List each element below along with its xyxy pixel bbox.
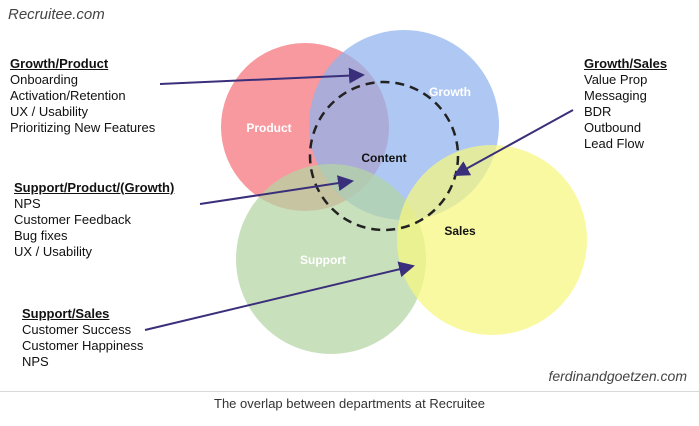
list-item: Messaging (584, 88, 647, 103)
block-title: Support/Product/(Growth) (14, 180, 175, 195)
arrow-growth-product (159, 67, 365, 85)
block-title: Growth/Sales (584, 56, 668, 71)
list-item: NPS (14, 196, 41, 211)
label-product: Product (246, 121, 291, 135)
venn-diagram: Product Growth Content Support Sales (144, 30, 587, 354)
label-content: Content (361, 151, 406, 165)
circle-support (236, 164, 426, 354)
list-item: Activation/Retention (10, 88, 126, 103)
credit-text: ferdinandgoetzen.com (548, 368, 687, 384)
block-support-sales: Support/Sales Customer Success Customer … (22, 306, 143, 370)
list-item: Value Prop (584, 72, 648, 87)
list-item: Onboarding (10, 72, 78, 87)
block-support-product-growth: Support/Product/(Growth) NPS Customer Fe… (14, 180, 174, 260)
circle-content (308, 80, 460, 232)
list-item: Customer Happiness (22, 338, 144, 353)
list-item: Customer Success (22, 322, 132, 337)
arrow-growth-sales (453, 109, 574, 176)
arrow-support-sales (144, 261, 415, 331)
list-item: UX / Usability (10, 104, 89, 119)
list-item: Bug fixes (14, 228, 68, 243)
list-item: NPS (22, 354, 49, 369)
block-title: Growth/Product (10, 56, 109, 71)
list-item: Outbound (584, 120, 642, 135)
label-support: Support (300, 253, 346, 267)
list-item: BDR (584, 104, 612, 119)
block-growth-product: Growth/Product Onboarding Activation/Ret… (10, 56, 155, 136)
arrow-support-product-growth (199, 175, 354, 205)
brand-logo-text: Recruitee.com (8, 6, 105, 23)
list-item: Lead Flow (584, 136, 644, 151)
figure-frame: Product Growth Content Support Sales Rec… (0, 6, 699, 392)
block-title: Support/Sales (22, 306, 110, 321)
list-item: Customer Feedback (14, 212, 132, 227)
list-item: Prioritizing New Features (10, 120, 156, 135)
circle-sales (397, 145, 587, 335)
list-item: UX / Usability (14, 244, 93, 259)
label-growth: Growth (429, 85, 471, 99)
label-sales: Sales (444, 224, 476, 238)
block-growth-sales: Growth/Sales Value Prop Messaging BDR Ou… (584, 56, 667, 152)
figure-caption: The overlap between departments at Recru… (214, 396, 485, 411)
